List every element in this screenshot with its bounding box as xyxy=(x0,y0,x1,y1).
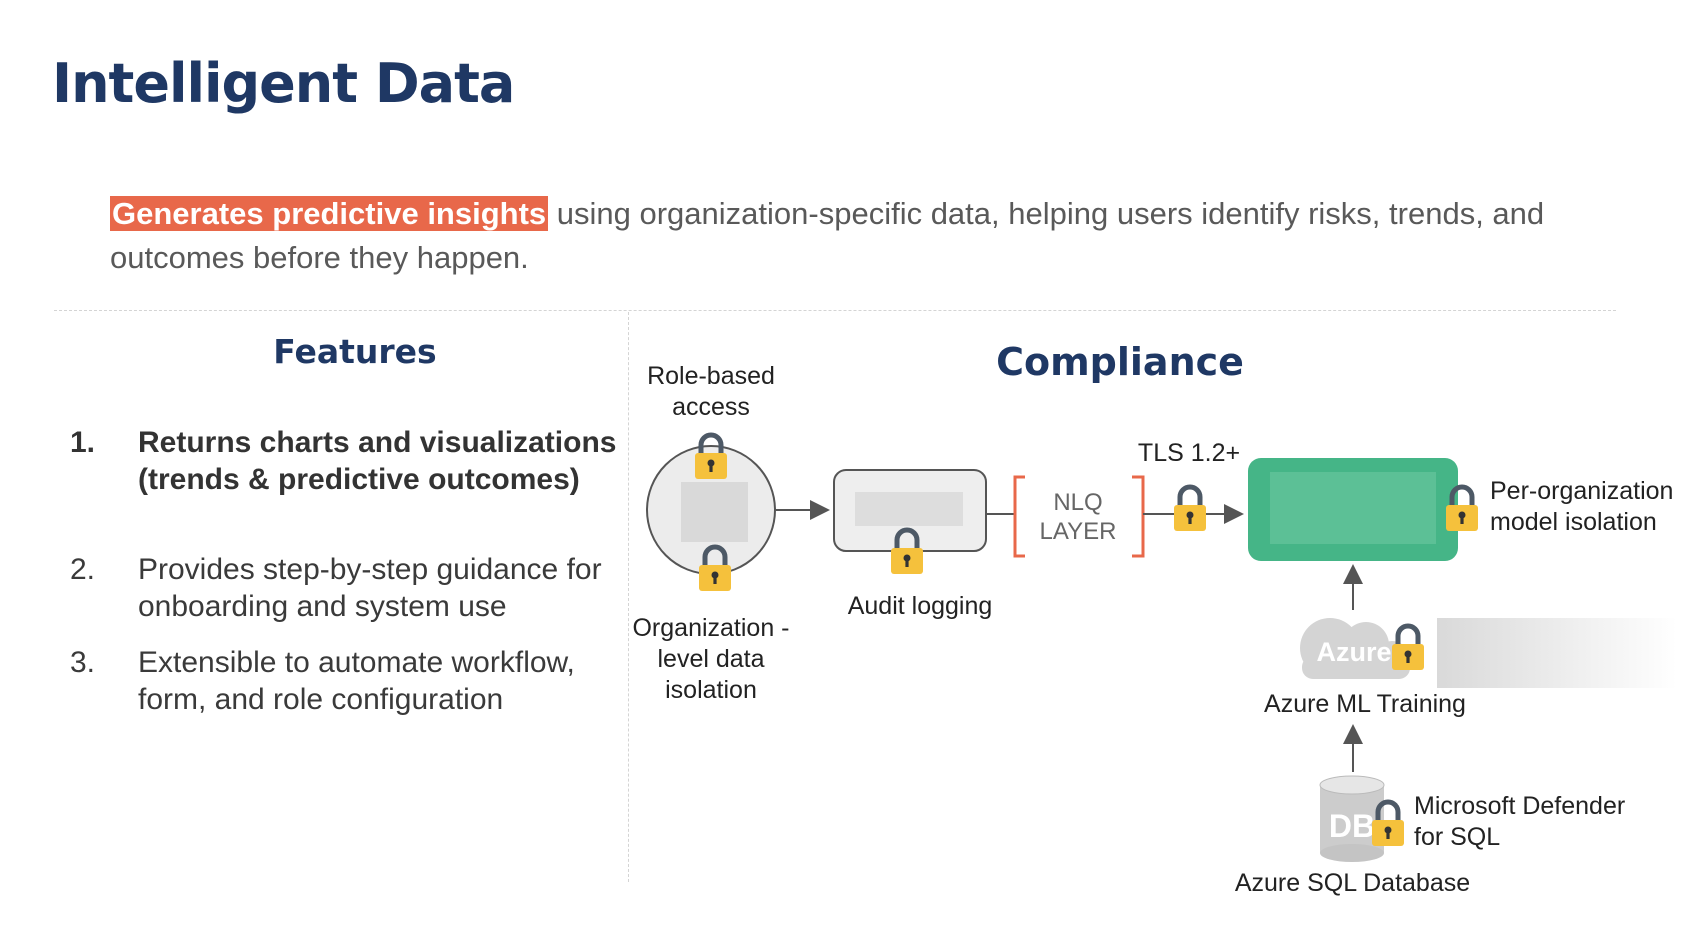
database-icon xyxy=(1319,775,1385,862)
model-box-node xyxy=(1248,458,1458,561)
audit-logging-label: Audit logging xyxy=(847,592,993,620)
lock-icon xyxy=(695,435,727,479)
feature-text: Returns charts and visualizations (trend… xyxy=(138,426,617,496)
intro-rest: using organization-specific data, helpin… xyxy=(110,196,1545,275)
features-heading: Features xyxy=(273,332,437,371)
lock-icon xyxy=(1372,802,1404,846)
nlq-layer-label: NLQ LAYER xyxy=(1028,488,1128,546)
lock-icon xyxy=(1174,487,1206,531)
per-org-isolation-label: Per-organization model isolation xyxy=(1490,477,1674,536)
page-title: Intelligent Data xyxy=(52,52,515,115)
intro-text: Generates predictive insights using orga… xyxy=(110,192,1590,280)
role-based-access-label: Role-based access xyxy=(647,362,775,421)
azure-logo-text: Azure xyxy=(1316,637,1391,667)
tls-label: TLS 1.2+ xyxy=(1137,439,1241,467)
access-circle-node xyxy=(646,445,776,575)
nlq-line-1: NLQ xyxy=(1053,489,1103,516)
compliance-heading: Compliance xyxy=(996,340,1244,384)
azure-sql-label: Azure SQL Database xyxy=(1234,869,1471,897)
nlq-right-bracket xyxy=(1132,475,1145,558)
feature-text: Extensible to automate workflow, form, a… xyxy=(138,646,575,716)
feature-number: 3. xyxy=(70,646,96,679)
org-level-isolation-label: Organization -level data isolation xyxy=(632,614,790,704)
lock-icon xyxy=(1446,487,1478,531)
defender-label: Microsoft Defender for SQL xyxy=(1414,792,1626,851)
vertical-divider xyxy=(628,312,629,882)
cloud-icon xyxy=(1300,618,1410,679)
placeholder-box xyxy=(1437,618,1677,688)
azure-ml-training-label: Azure ML Training xyxy=(1264,690,1466,718)
intro-highlight: Generates predictive insights xyxy=(110,196,549,231)
feature-number: 2. xyxy=(70,553,96,586)
feature-text: Provides step-by-step guidance for onboa… xyxy=(138,553,602,623)
nlq-left-bracket xyxy=(1013,475,1025,558)
feature-number: 1. xyxy=(70,426,96,459)
audit-box-node xyxy=(833,469,987,552)
horizontal-divider xyxy=(54,310,1616,311)
db-logo-text: DB xyxy=(1329,808,1375,844)
nlq-line-2: LAYER xyxy=(1039,518,1117,545)
lock-icon xyxy=(1392,626,1424,670)
